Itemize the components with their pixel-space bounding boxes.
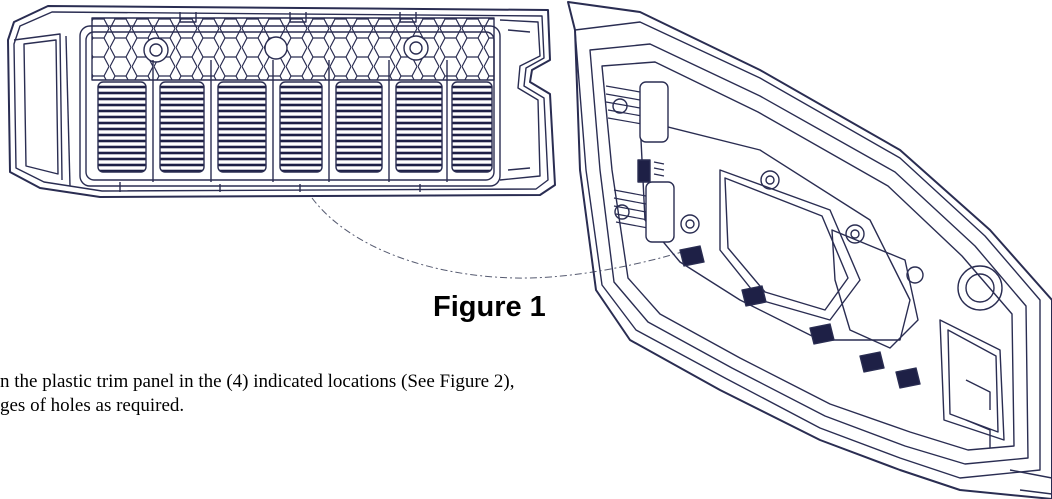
leader-line	[311, 197, 683, 279]
figure-caption: Figure 1	[433, 291, 546, 323]
instruction-line-2: ges of holes as required.	[0, 395, 185, 416]
instruction-line-1: n the plastic trim panel in the (4) indi…	[0, 371, 515, 392]
tailgate-drawing	[567, 1, 1052, 499]
trim-panel-drawing	[7, 5, 556, 198]
